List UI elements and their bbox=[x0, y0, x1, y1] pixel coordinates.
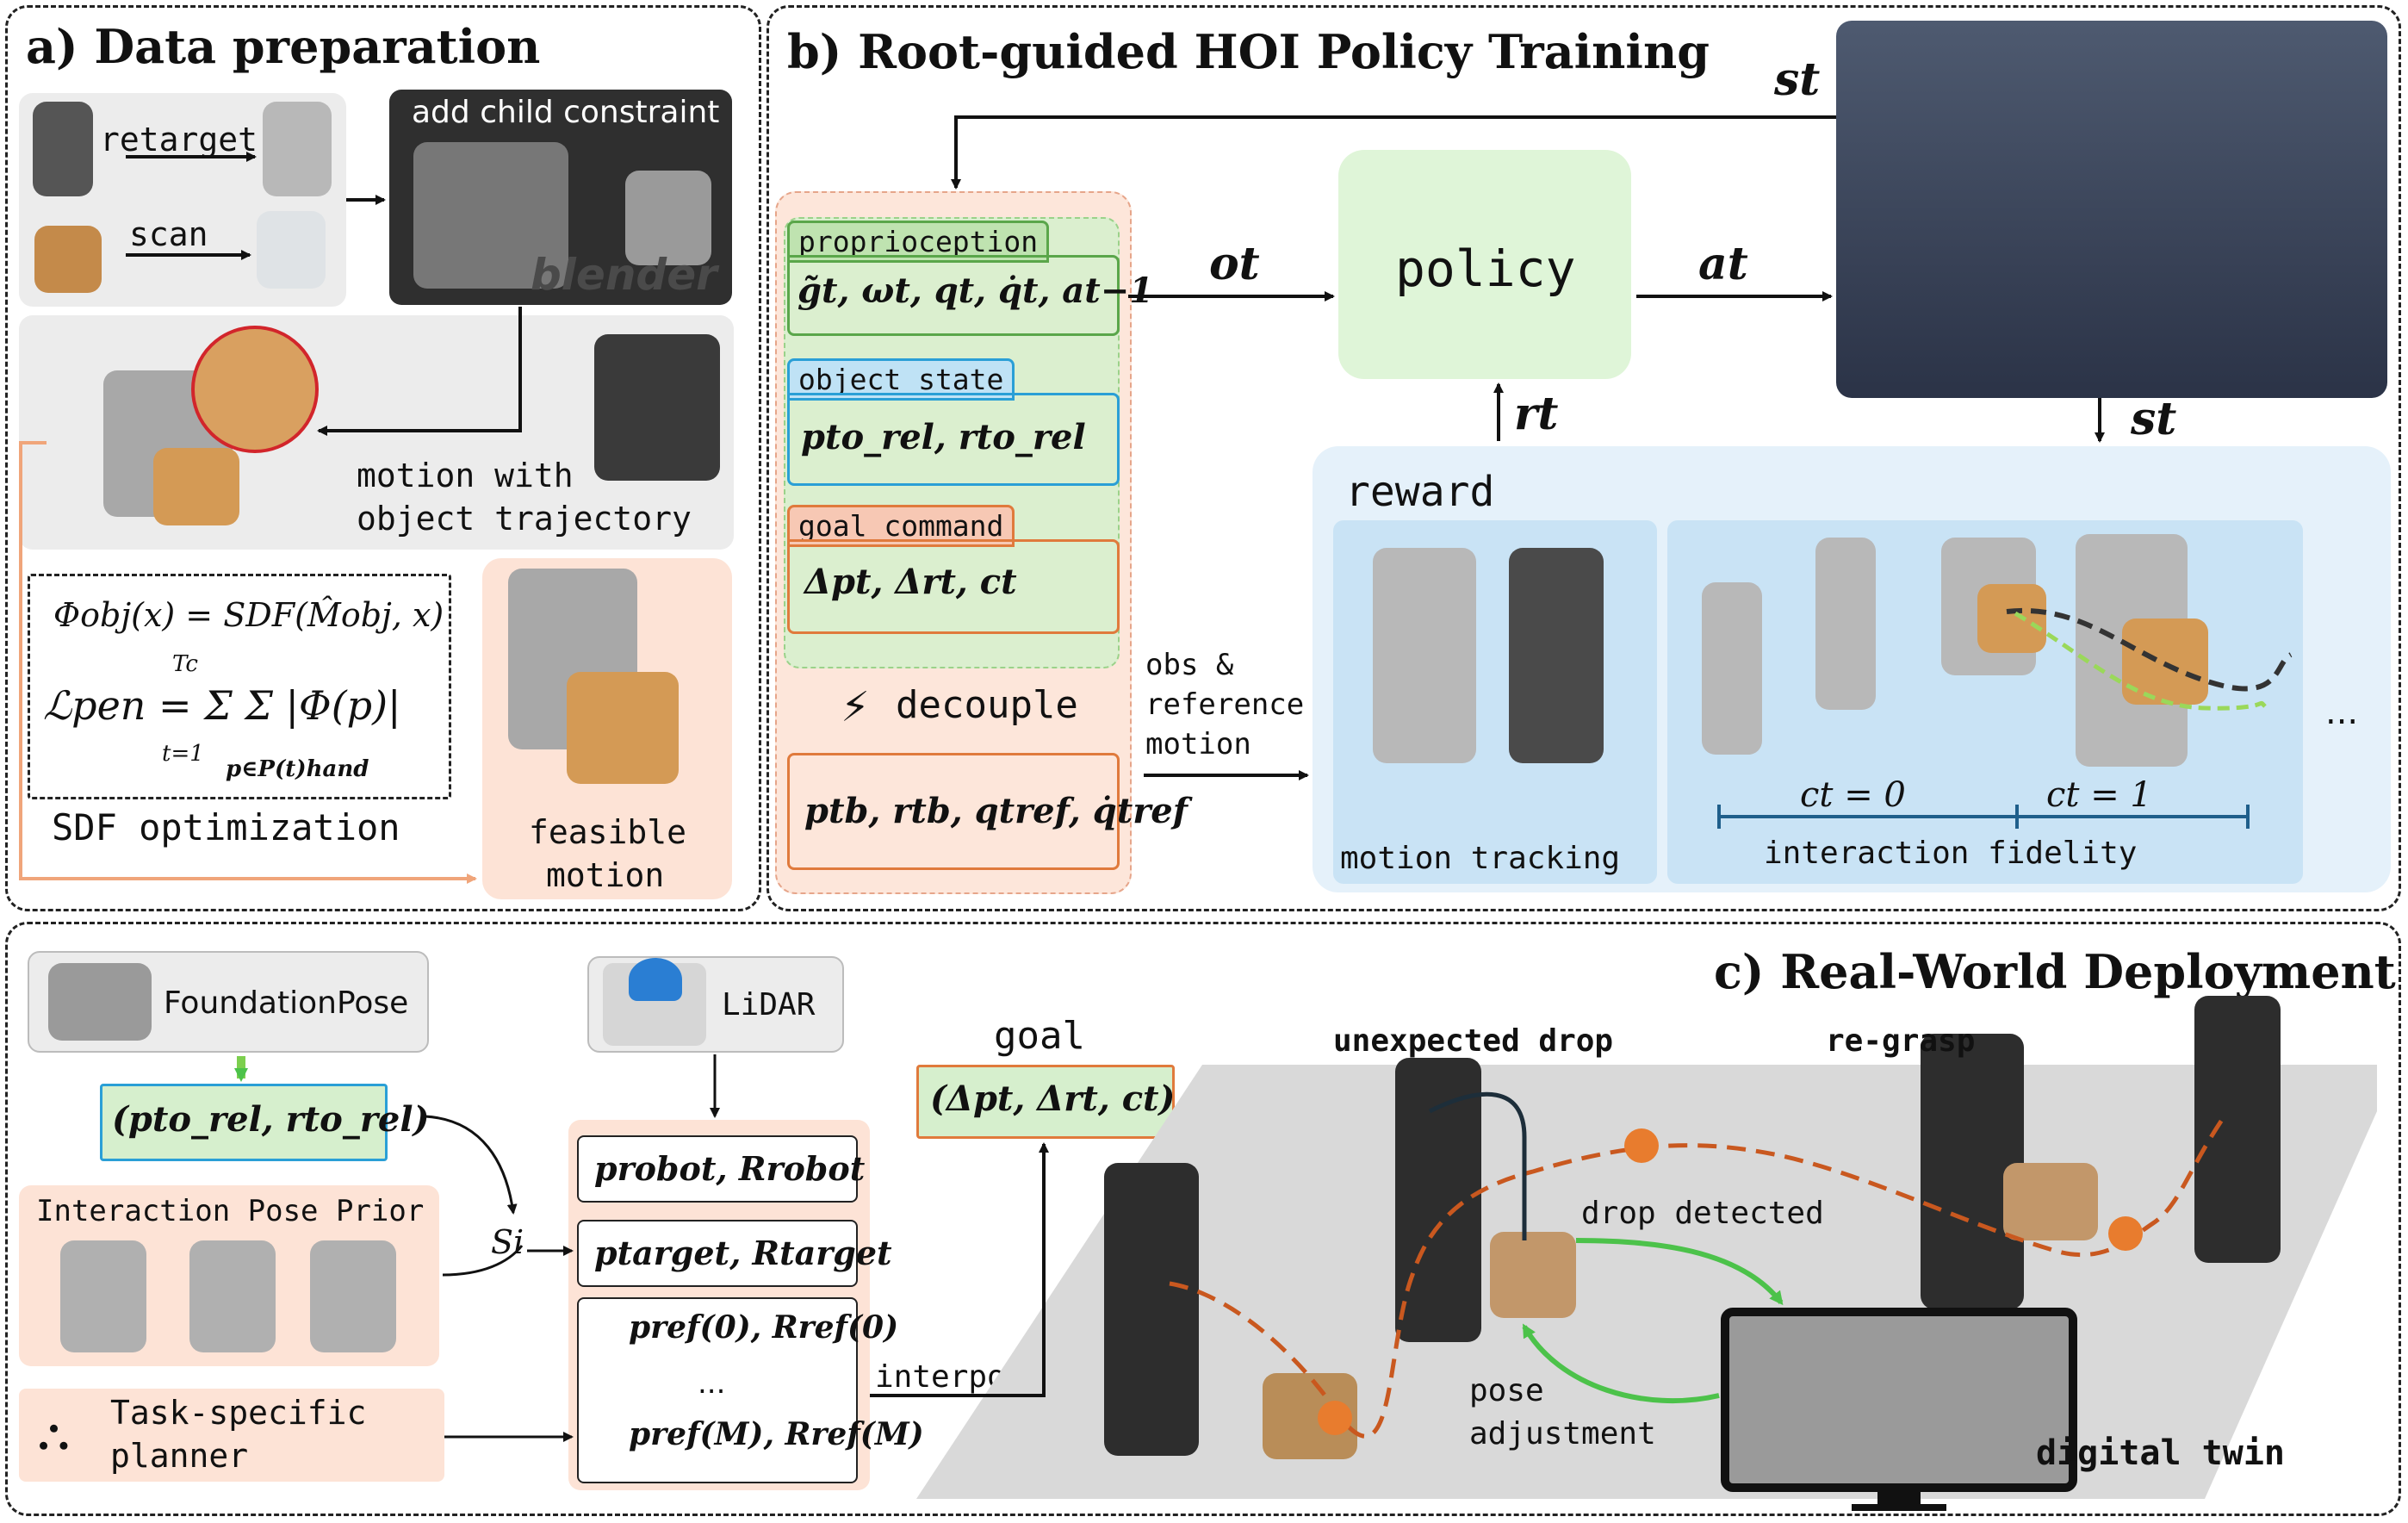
reward-label: reward bbox=[1345, 468, 1495, 516]
reference-equation: ptb, rtb, qtref, q̇tref bbox=[804, 791, 1188, 831]
scan-label: scan bbox=[129, 215, 208, 253]
digital-twin-monitor bbox=[1721, 1308, 2077, 1492]
blender-robot-figure bbox=[413, 142, 568, 289]
obs-label-3: motion bbox=[1145, 727, 1251, 762]
st-right-label: st bbox=[2131, 393, 2177, 445]
ref-trajectory-box bbox=[577, 1297, 858, 1483]
fidelity-robot-1 bbox=[1702, 582, 1762, 755]
at-label: at bbox=[1698, 238, 1748, 290]
task-planner-label-1: Task-specific bbox=[110, 1394, 367, 1432]
robot-crouch-icon bbox=[263, 102, 332, 196]
robot-pose-box bbox=[577, 1135, 858, 1203]
interaction-fidelity-label: interaction fidelity bbox=[1764, 836, 2138, 871]
panel-b bbox=[766, 5, 2401, 911]
task-planner-box bbox=[19, 1389, 444, 1482]
dark-thumbnail bbox=[594, 334, 720, 481]
monitor-base bbox=[1852, 1504, 1946, 1511]
pose-prior-label: Interaction Pose Prior bbox=[36, 1194, 425, 1228]
ct1-label: ct = 1 bbox=[2046, 775, 2152, 815]
feasible-box-figure bbox=[567, 672, 679, 784]
object-state-box bbox=[787, 393, 1120, 486]
human-figure-icon bbox=[33, 102, 93, 196]
re-grasp-label: re-grasp bbox=[1826, 1023, 1976, 1059]
motion-tracking-label: motion tracking bbox=[1340, 841, 1621, 876]
goal-box bbox=[916, 1065, 1175, 1139]
deploy-robot-2 bbox=[1395, 1058, 1481, 1342]
panel-b-title: b) Root-guided HOI Policy Training bbox=[787, 24, 1710, 79]
camera-icon bbox=[48, 963, 152, 1041]
simulation-environment bbox=[1836, 21, 2387, 398]
policy-box bbox=[1338, 150, 1631, 379]
deploy-box-3 bbox=[2003, 1163, 2098, 1240]
rt-label: rt bbox=[1514, 388, 1559, 440]
robot-pose-equation: probot, Rrobot bbox=[594, 1149, 866, 1188]
observation-green-area bbox=[784, 217, 1120, 668]
drop-detected-label: drop detected bbox=[1581, 1196, 1824, 1231]
goal-equation: (Δpt, Δrt, ct) bbox=[930, 1079, 1176, 1119]
feasible-label-1: feasible bbox=[529, 813, 687, 851]
unexpected-drop-label: unexpected drop bbox=[1333, 1023, 1614, 1059]
ref0-equation: pref(0), Rref(0) bbox=[629, 1309, 899, 1346]
panel-c-title: c) Real-World Deployment bbox=[1714, 944, 2396, 999]
goal-command-tag: goal command bbox=[787, 505, 1015, 547]
tracking-robot-2 bbox=[1509, 548, 1604, 763]
digital-twin-label: digital twin bbox=[2036, 1433, 2285, 1473]
lidar-dome-icon bbox=[629, 958, 682, 1001]
reference-box bbox=[787, 753, 1120, 870]
pose-prior-robot-1 bbox=[60, 1240, 146, 1352]
proprioception-equation: g̃t, ωt, qt, q̇t, at−1 bbox=[797, 270, 1154, 311]
task-planner-label-2: planner bbox=[110, 1437, 249, 1475]
blender-watermark: blender bbox=[531, 250, 717, 300]
object-rel-box bbox=[100, 1084, 388, 1161]
pose-adjustment-label-2: adjustment bbox=[1469, 1416, 1656, 1452]
panel-a-title: a) Data preparation bbox=[26, 19, 541, 74]
target-pose-equation: ptarget, Rtarget bbox=[594, 1234, 892, 1272]
fidelity-robot-2 bbox=[1815, 538, 1876, 710]
object-state-equation: pto_rel, rto_rel bbox=[801, 417, 1086, 457]
proprioception-box bbox=[787, 255, 1120, 336]
add-child-constraint-label: add child constraint bbox=[412, 95, 720, 130]
cardboard-box-icon bbox=[34, 226, 102, 293]
goal-command-box bbox=[787, 539, 1120, 634]
foundationpose-label: FoundationPose bbox=[164, 985, 409, 1021]
decouple-label: decouple bbox=[896, 683, 1078, 727]
reward-ellipsis: ... bbox=[2325, 693, 2359, 732]
pose-prior-robot-2 bbox=[189, 1240, 276, 1352]
ct0-label: ct = 0 bbox=[1800, 775, 1906, 815]
panel-a bbox=[5, 5, 761, 911]
policy-label: policy bbox=[1395, 239, 1576, 298]
target-pose-box bbox=[577, 1220, 858, 1287]
object-rel-equation: (pto_rel, rto_rel) bbox=[112, 1099, 430, 1140]
planner-icon: ⛬ bbox=[38, 1408, 70, 1460]
deploy-box-2 bbox=[1490, 1232, 1576, 1318]
pose-prior-robot-3 bbox=[310, 1240, 396, 1352]
obs-label-2: reference bbox=[1145, 687, 1305, 722]
deploy-robot-4 bbox=[2194, 996, 2281, 1263]
goal-command-equation: Δpt, Δrt, ct bbox=[804, 562, 1017, 602]
tracking-robot-1 bbox=[1373, 548, 1476, 763]
feasible-label-2: motion bbox=[546, 856, 665, 894]
deploy-box-1 bbox=[1263, 1373, 1357, 1459]
deploy-robot-1 bbox=[1104, 1163, 1199, 1456]
plug-icon: ⚡ bbox=[841, 683, 870, 731]
ref-dots: ... bbox=[698, 1366, 726, 1401]
monitor-stand bbox=[1877, 1490, 1921, 1506]
refM-equation: pref(M), Rref(M) bbox=[629, 1416, 924, 1452]
zoom-circle bbox=[191, 326, 319, 453]
st-top-label: st bbox=[1774, 53, 1821, 106]
pose-adjustment-label-1: pose bbox=[1469, 1373, 1544, 1408]
blender-box-figure bbox=[625, 171, 711, 265]
scanned-box-icon bbox=[257, 211, 326, 289]
goal-label: goal bbox=[994, 1014, 1085, 1058]
lidar-label: LiDAR bbox=[722, 987, 816, 1023]
retarget-label: retarget bbox=[100, 121, 258, 159]
ot-label: ot bbox=[1209, 238, 1260, 290]
obs-label-1: obs & bbox=[1145, 648, 1234, 682]
panel-c bbox=[5, 922, 2401, 1516]
